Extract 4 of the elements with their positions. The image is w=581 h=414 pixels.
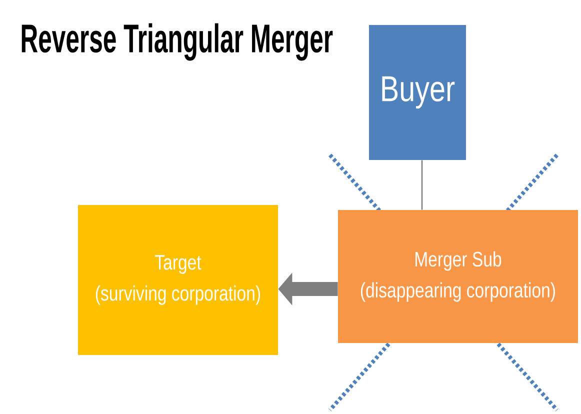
box: Target (surviving corporation) bbox=[78, 205, 278, 355]
title: Reverse Triangular Merger bbox=[22, 23, 333, 61]
box: Buyer bbox=[369, 25, 466, 160]
box: Merger Sub (disappearing corporation) bbox=[338, 210, 578, 343]
